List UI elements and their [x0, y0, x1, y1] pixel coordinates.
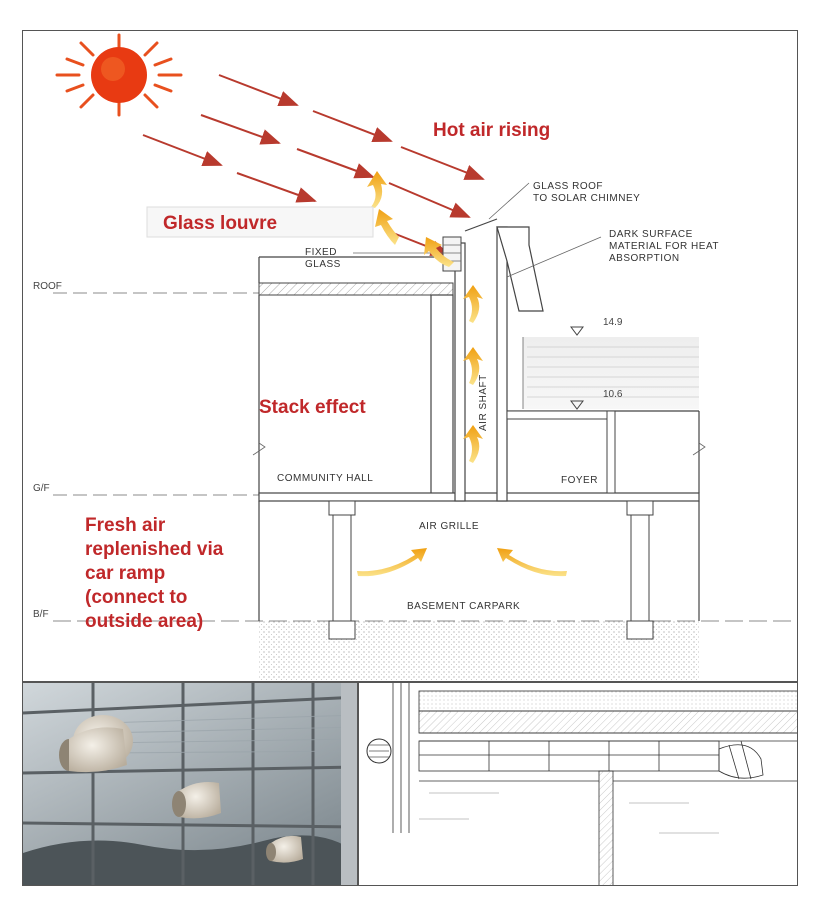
dark-surface-label-1: DARK SURFACE [609, 229, 693, 240]
fresh-air-line-2: replenished via [85, 539, 224, 560]
solar-chimney-section-diagram: Hot air rising Glass louvre Stack effect… [22, 30, 798, 682]
airflow-arrows [357, 171, 567, 577]
gf-level-label: G/F [33, 483, 50, 494]
glass-roof-label-2: TO SOLAR CHIMNEY [533, 193, 640, 204]
wall-vent-icon [172, 782, 221, 819]
vent-cowl-icon [366, 738, 392, 764]
wall-vent-icon [59, 715, 133, 773]
glass-roof-label-1: GLASS ROOF [533, 181, 603, 192]
foyer-label: FOYER [561, 475, 598, 486]
fresh-air-line-3: car ramp [85, 563, 165, 584]
glass-louvre-label-bg [146, 206, 374, 238]
building-section [252, 182, 706, 640]
facade-vents-photo [22, 682, 358, 886]
fixed-glass-label-1: FIXED [305, 247, 337, 258]
sun-icon [55, 33, 183, 117]
elevation-mid-label: 10.6 [603, 389, 623, 400]
basement-carpark-label: BASEMENT CARPARK [407, 601, 520, 612]
glass-louvre-label: Glass louvre [163, 213, 277, 234]
dark-surface-label-3: ABSORPTION [609, 253, 680, 264]
air-grille-label: AIR GRILLE [419, 521, 479, 532]
roof-level-label: ROOF [33, 281, 62, 292]
fresh-air-line-1: Fresh air [85, 515, 166, 536]
dark-surface-label-2: MATERIAL FOR HEAT [609, 241, 719, 252]
wall-vent-icon [266, 835, 303, 863]
stack-effect-label: Stack effect [259, 397, 366, 418]
community-hall-label: COMMUNITY HALL [277, 473, 373, 484]
fresh-air-line-5: outside area) [85, 611, 203, 632]
sun-ray-arrows [142, 74, 485, 256]
hot-air-rising-label: Hot air rising [433, 120, 550, 141]
elevation-top-label: 14.9 [603, 317, 623, 328]
fresh-air-annotation: Fresh air replenished via car ramp (conn… [85, 515, 224, 632]
fixed-glass-label-2: GLASS [305, 259, 341, 270]
vent-detail-drawing [358, 682, 798, 886]
air-shaft-label: AIR SHAFT [478, 374, 489, 431]
bf-level-label: B/F [33, 609, 49, 620]
fresh-air-line-4: (connect to [85, 587, 187, 608]
